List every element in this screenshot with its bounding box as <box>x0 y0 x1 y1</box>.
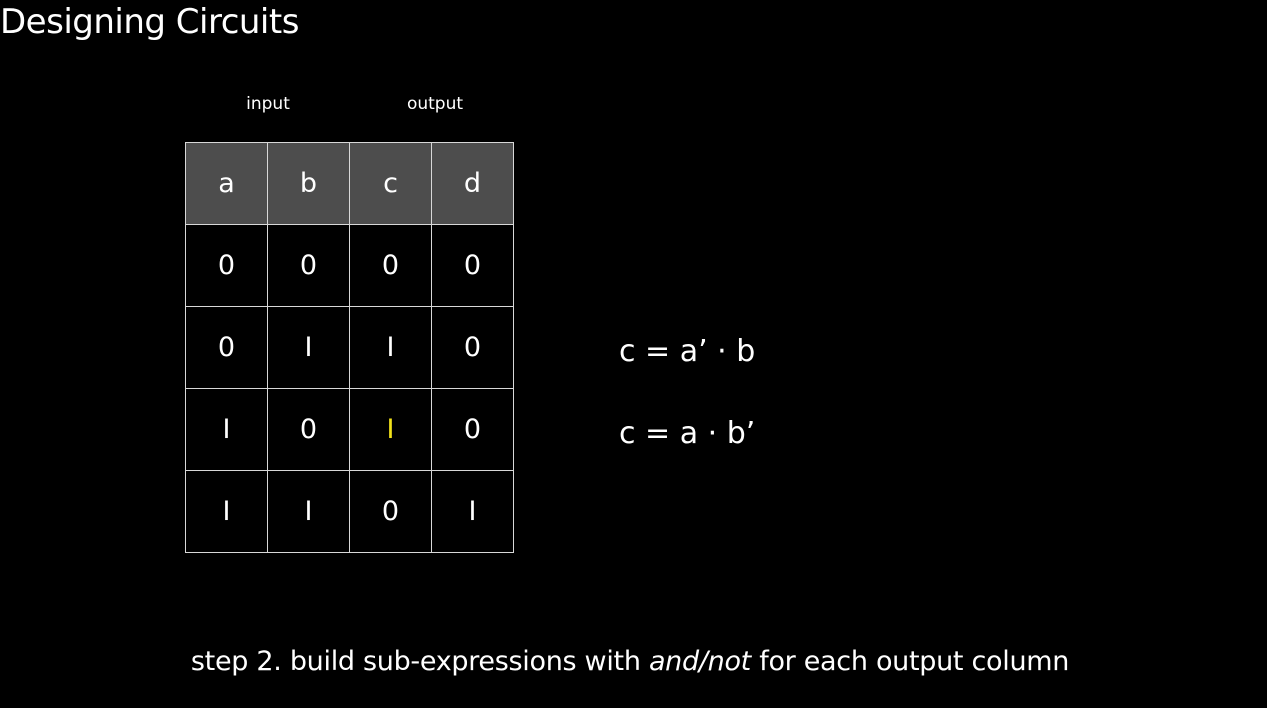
header-cell-b: b <box>267 142 350 225</box>
truth-table: a b c d 0 0 0 0 0 I I 0 I 0 I 0 I I 0 I <box>185 142 514 553</box>
table-cell: 0 <box>431 388 514 471</box>
table-cell: I <box>267 470 350 553</box>
expression-second: c = a · b’ <box>619 416 756 451</box>
table-cell: 0 <box>267 224 350 307</box>
table-row: I I 0 I <box>185 470 514 553</box>
header-cell-a: a <box>185 142 268 225</box>
table-cell: 0 <box>349 224 432 307</box>
caption-suffix: for each output column <box>750 646 1070 677</box>
table-cell: 0 <box>185 224 268 307</box>
slide-caption: step 2. build sub-expressions with and/n… <box>0 642 1260 682</box>
table-cell: 0 <box>431 306 514 389</box>
table-cell: I <box>185 388 268 471</box>
output-group-label: output <box>406 94 464 114</box>
table-row: 0 I I 0 <box>185 306 514 389</box>
input-group-label: input <box>246 94 290 114</box>
expression-first: c = a’ · b <box>619 334 756 369</box>
header-cell-d: d <box>431 142 514 225</box>
table-cell: 0 <box>267 388 350 471</box>
table-cell: 0 <box>349 470 432 553</box>
table-cell: I <box>431 470 514 553</box>
caption-emphasis: and/not <box>648 646 751 677</box>
header-cell-c: c <box>349 142 432 225</box>
caption-prefix: step 2. build sub-expressions with <box>190 646 649 677</box>
slide-title: Designing Circuits <box>0 2 299 42</box>
table-row: 0 0 0 0 <box>185 224 514 307</box>
table-cell: I <box>267 306 350 389</box>
table-cell: I <box>349 306 432 389</box>
table-cell: 0 <box>431 224 514 307</box>
table-row: I 0 I 0 <box>185 388 514 471</box>
table-header-row: a b c d <box>185 142 514 225</box>
table-cell-highlighted: I <box>349 388 432 471</box>
table-cell: 0 <box>185 306 268 389</box>
table-cell: I <box>185 470 268 553</box>
